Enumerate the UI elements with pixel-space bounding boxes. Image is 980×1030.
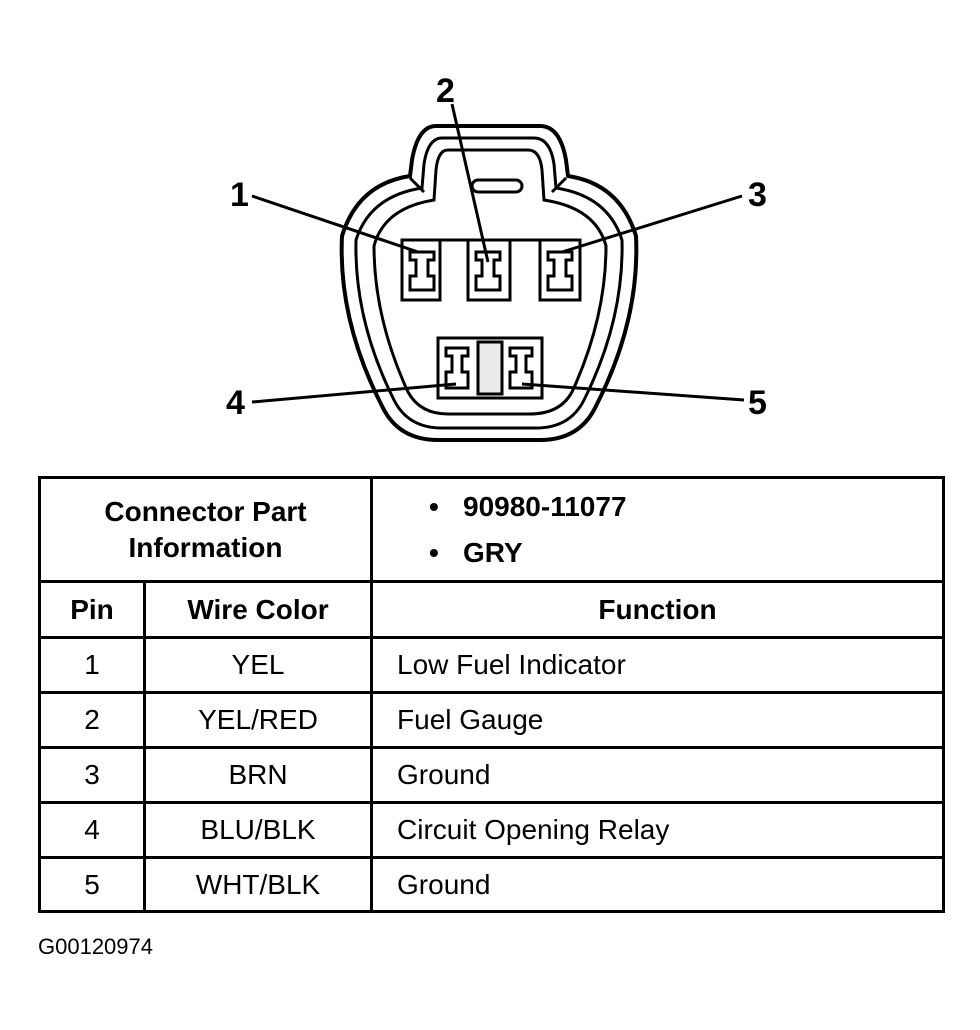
function-cell: Ground — [370, 746, 946, 804]
function-cell: Ground — [370, 856, 946, 913]
terminal-5 — [508, 346, 534, 390]
terminal-3 — [546, 250, 574, 292]
part-color-value: GRY — [463, 536, 523, 568]
leader-lines — [251, 103, 745, 404]
connector-info-table: Connector Part Information • 90980-11077 … — [37, 476, 946, 913]
part-number: • 90980-11077 — [429, 484, 942, 530]
pin-cell: 4 — [38, 801, 146, 859]
function-cell: Fuel Gauge — [370, 691, 946, 749]
bullet: • — [429, 490, 439, 522]
connector-diagram: 1 2 3 4 5 — [226, 72, 767, 442]
column-header-row: Pin Wire Color Function — [38, 580, 946, 639]
wire-color-cell: YEL/RED — [142, 691, 374, 749]
pin-callout-2: 2 — [436, 72, 455, 110]
part-color: • GRY — [429, 530, 942, 576]
function-cell: Low Fuel Indicator — [370, 636, 946, 694]
table-row: 4 BLU/BLK Circuit Opening Relay — [38, 801, 946, 859]
function-cell: Circuit Opening Relay — [370, 801, 946, 859]
pin-callout-3: 3 — [748, 176, 767, 214]
header-wire-color: Wire Color — [142, 580, 374, 639]
wire-color-cell: YEL — [142, 636, 374, 694]
terminal-1 — [408, 250, 436, 292]
part-info-label: Connector Part Information — [37, 476, 374, 583]
pin-cell: 2 — [38, 691, 146, 749]
pin-callout-1: 1 — [230, 176, 249, 214]
pin-cell: 3 — [38, 746, 146, 804]
pin-callout-4: 4 — [226, 384, 245, 422]
wire-color-cell: BLU/BLK — [142, 801, 374, 859]
terminal-2 — [474, 250, 502, 292]
header-function: Function — [370, 580, 946, 639]
upper-cavity-block — [400, 238, 582, 302]
table-row: 3 BRN Ground — [38, 746, 946, 804]
connector-housing — [339, 124, 639, 442]
table-row: 1 YEL Low Fuel Indicator — [38, 636, 946, 694]
pin-cell: 1 — [38, 636, 146, 694]
table-row: 5 WHT/BLK Ground — [38, 856, 946, 913]
pin-cell: 5 — [38, 856, 146, 913]
part-number-value: 90980-11077 — [463, 490, 627, 522]
wire-color-cell: BRN — [142, 746, 374, 804]
lower-cavity-block — [436, 336, 544, 400]
part-info-values: • 90980-11077 • GRY — [370, 476, 946, 583]
header-pin: Pin — [38, 580, 146, 639]
figure-id: G00120974 — [38, 934, 153, 959]
table-row: 2 YEL/RED Fuel Gauge — [38, 691, 946, 749]
bullet: • — [429, 536, 439, 568]
terminal-4 — [444, 346, 470, 390]
wire-color-cell: WHT/BLK — [142, 856, 374, 913]
part-info-row: Connector Part Information • 90980-11077 … — [37, 476, 946, 583]
pin-callout-5: 5 — [748, 384, 767, 422]
